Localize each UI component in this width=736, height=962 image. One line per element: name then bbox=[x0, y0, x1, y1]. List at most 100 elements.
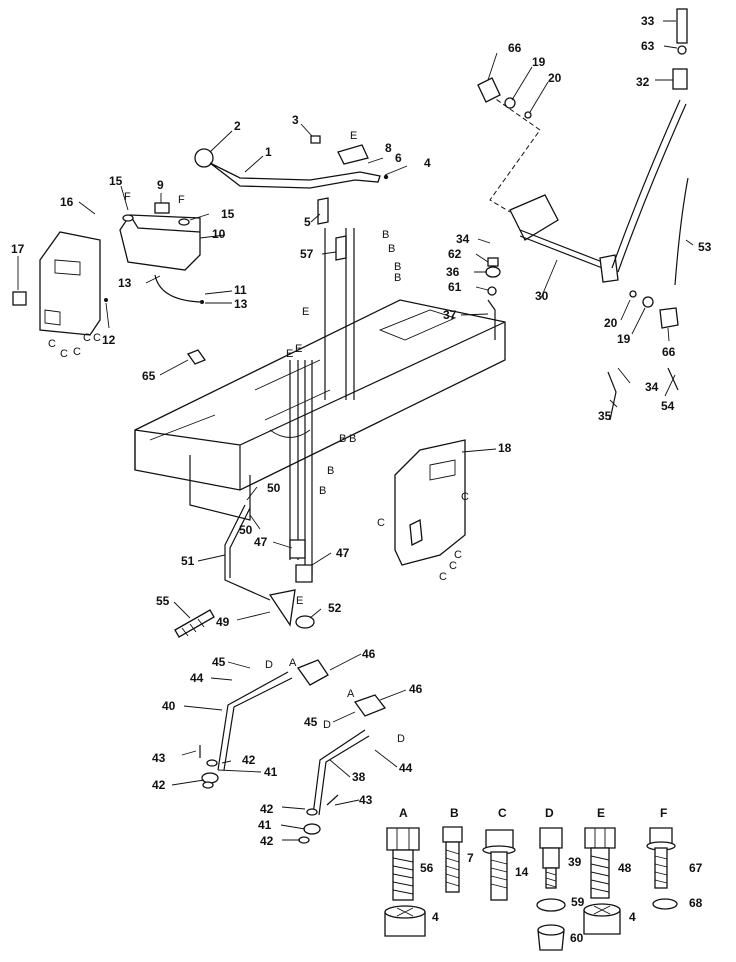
callout-49: 49 bbox=[216, 615, 230, 629]
letter-marker: C bbox=[449, 560, 457, 572]
callout-6: 6 bbox=[395, 151, 402, 165]
legend-header-c: C bbox=[498, 806, 507, 820]
legend-header-a: A bbox=[399, 806, 408, 820]
callout-7: 7 bbox=[467, 851, 474, 865]
callout-10: 10 bbox=[212, 227, 226, 241]
letter-marker: F bbox=[178, 194, 185, 206]
callout-14: 14 bbox=[515, 865, 529, 879]
bushings-and-washers bbox=[186, 77, 679, 421]
callout-18: 18 bbox=[498, 441, 512, 455]
letter-marker: E bbox=[286, 348, 293, 360]
callout-62: 62 bbox=[448, 247, 462, 261]
letter-marker: C bbox=[454, 549, 462, 561]
letter-marker: B bbox=[349, 433, 356, 445]
callout-5: 5 bbox=[304, 215, 311, 229]
callout-19: 19 bbox=[532, 55, 546, 69]
callout-66: 66 bbox=[662, 345, 676, 359]
callout-41: 41 bbox=[258, 818, 272, 832]
callout-54: 54 bbox=[661, 399, 675, 413]
letter-marker: A bbox=[347, 688, 355, 700]
callout-53: 53 bbox=[698, 240, 712, 254]
callout-45: 45 bbox=[304, 715, 318, 729]
callout-4: 4 bbox=[432, 910, 439, 924]
callout-57: 57 bbox=[300, 247, 314, 261]
callout-42: 42 bbox=[260, 802, 274, 816]
callout-19: 19 bbox=[617, 332, 631, 346]
callout-33: 33 bbox=[641, 14, 655, 28]
letter-marker: A bbox=[289, 657, 297, 669]
callout-46: 46 bbox=[409, 682, 423, 696]
callout-39: 39 bbox=[568, 855, 582, 869]
callout-48: 48 bbox=[618, 861, 632, 875]
callout-63: 63 bbox=[641, 39, 655, 53]
callout-42: 42 bbox=[242, 753, 256, 767]
callout-36: 36 bbox=[446, 265, 460, 279]
callout-1: 1 bbox=[265, 145, 272, 159]
callout-44: 44 bbox=[399, 761, 413, 775]
letter-marker: C bbox=[60, 348, 68, 360]
letter-marker: F bbox=[124, 191, 131, 203]
letter-b: B bbox=[394, 272, 401, 284]
legend-header-d: D bbox=[545, 806, 554, 820]
callout-17: 17 bbox=[11, 242, 25, 256]
callout-67: 67 bbox=[689, 861, 703, 875]
callout-37: 37 bbox=[443, 308, 457, 322]
letter-marker: C bbox=[439, 571, 447, 583]
callout-4: 4 bbox=[424, 156, 431, 170]
letter-marker: D bbox=[265, 659, 273, 671]
shaft-bracket-assembly bbox=[489, 8, 689, 286]
letter-marker: C bbox=[93, 332, 101, 344]
callout-47: 47 bbox=[336, 546, 350, 560]
callout-35: 35 bbox=[598, 409, 612, 423]
fastener-legend: A B C D E F bbox=[384, 806, 678, 951]
fastener-letter-markers: E F F C C C C C E E E B B B B C C C C C … bbox=[48, 130, 469, 745]
callout-34: 34 bbox=[645, 380, 659, 394]
letter-marker: C bbox=[461, 491, 469, 503]
callout-8: 8 bbox=[385, 141, 392, 155]
callout-20: 20 bbox=[548, 71, 562, 85]
callout-50: 50 bbox=[267, 481, 281, 495]
letter-marker: C bbox=[48, 338, 56, 350]
callout-13: 13 bbox=[118, 276, 132, 290]
callout-43: 43 bbox=[359, 793, 373, 807]
callout-3: 3 bbox=[292, 113, 299, 127]
callout-68: 68 bbox=[689, 896, 703, 910]
callout-55: 55 bbox=[156, 594, 170, 608]
fuel-tank bbox=[119, 202, 204, 304]
shift-rods bbox=[289, 228, 355, 583]
callout-42: 42 bbox=[152, 778, 166, 792]
letter-marker: E bbox=[302, 306, 309, 318]
callout-numbers: 33 63 32 66 19 20 2 3 1 8 6 4 15 9 15 16… bbox=[11, 14, 712, 945]
letter-marker: B bbox=[327, 465, 334, 477]
callout-65: 65 bbox=[142, 369, 156, 383]
left-side-panel bbox=[12, 231, 108, 336]
legend-header-f: F bbox=[660, 806, 667, 820]
callout-40: 40 bbox=[162, 699, 176, 713]
letter-marker: D bbox=[323, 719, 331, 731]
callout-13: 13 bbox=[234, 297, 248, 311]
callout-59: 59 bbox=[571, 895, 585, 909]
callout-12: 12 bbox=[102, 333, 116, 347]
callout-2: 2 bbox=[234, 119, 241, 133]
legend-header-b: B bbox=[450, 806, 459, 820]
callout-20: 20 bbox=[604, 316, 618, 330]
callout-34: 34 bbox=[456, 232, 470, 246]
letter-marker: C bbox=[83, 332, 91, 344]
letter-marker: B bbox=[339, 433, 346, 445]
callout-38: 38 bbox=[352, 770, 366, 784]
chassis-frame bbox=[134, 299, 506, 521]
callout-11: 11 bbox=[234, 283, 247, 297]
letter-b: B bbox=[394, 261, 401, 273]
callout-60: 60 bbox=[570, 931, 584, 945]
callout-51: 51 bbox=[181, 554, 195, 568]
letter-b: B bbox=[382, 229, 389, 241]
callout-56: 56 bbox=[420, 861, 434, 875]
callout-46: 46 bbox=[362, 647, 376, 661]
callout-50: 50 bbox=[239, 523, 253, 537]
callout-47: 47 bbox=[254, 535, 268, 549]
callout-43: 43 bbox=[152, 751, 166, 765]
right-side-panel bbox=[394, 439, 466, 566]
callout-41: 41 bbox=[264, 765, 278, 779]
letter-marker: D bbox=[397, 733, 405, 745]
shift-lever-assembly bbox=[194, 135, 389, 261]
